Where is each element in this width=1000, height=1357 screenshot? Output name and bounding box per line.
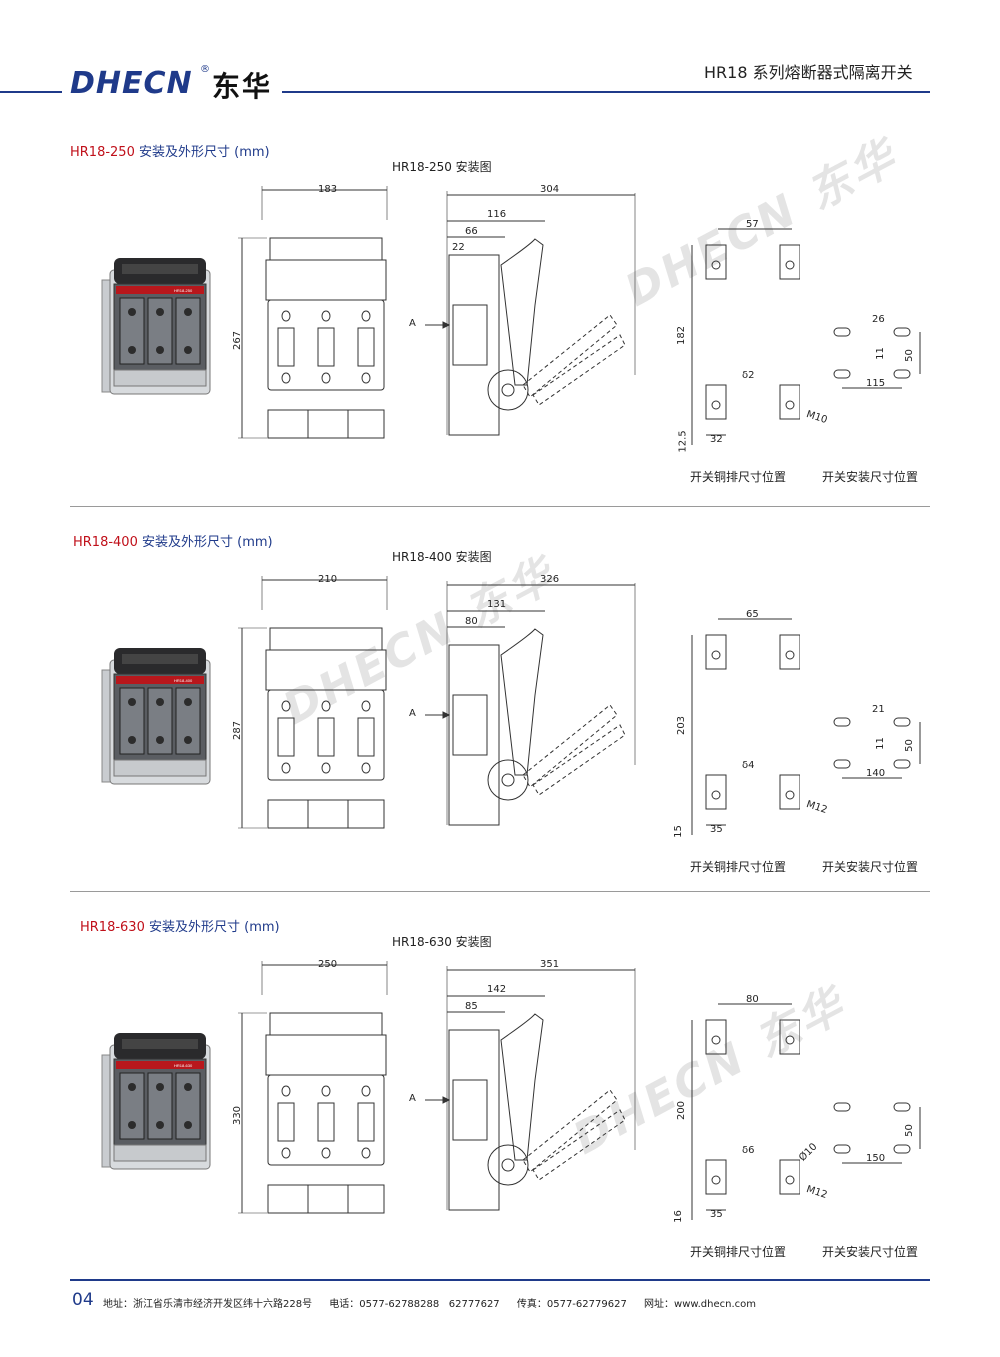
header-rule-left bbox=[0, 91, 62, 93]
busbar-drawing bbox=[680, 605, 801, 845]
header-rule-right bbox=[282, 91, 930, 93]
busbar-caption: 开关铜排尺寸位置 bbox=[690, 470, 787, 484]
side-dim-2: 85 bbox=[465, 1001, 478, 1012]
section-divider bbox=[70, 891, 930, 892]
footer-phone: 电话：0577-62788288 62777627 bbox=[329, 1299, 500, 1310]
footer-web: 网址：www.dhecn.com bbox=[644, 1299, 757, 1310]
side-dim-2: 80 bbox=[465, 616, 478, 627]
mount-dim-2: 11 bbox=[874, 737, 886, 750]
side-dim-1: 131 bbox=[487, 599, 507, 610]
mount-dim-4: 140 bbox=[866, 768, 886, 779]
side-view-drawing bbox=[405, 185, 665, 445]
front-view-drawing bbox=[232, 955, 402, 1220]
diagram-title: HR18-250 安装图 bbox=[392, 160, 492, 174]
side-total-dim: 351 bbox=[540, 959, 560, 970]
footer-fax: 传真：0577-62779627 bbox=[516, 1299, 627, 1310]
front-height-dim: 267 bbox=[232, 330, 244, 351]
product-label: HR18-630 bbox=[174, 1063, 193, 1068]
mount-dim-1: 21 bbox=[872, 704, 885, 715]
busbar-width-dim: 32 bbox=[710, 434, 723, 445]
side-dim-1: 142 bbox=[487, 984, 507, 995]
registered-mark: ® bbox=[200, 64, 210, 75]
section-title: HR18-630 安装及外形尺寸 (mm) bbox=[80, 920, 280, 935]
side-total-dim: 304 bbox=[540, 184, 560, 195]
side-view-drawing bbox=[405, 960, 665, 1220]
busbar-caption: 开关铜排尺寸位置 bbox=[690, 1245, 787, 1259]
busbar-width-dim: 35 bbox=[710, 1209, 723, 1220]
section-divider bbox=[70, 506, 930, 507]
busbar-bolt-label: M12 bbox=[804, 1183, 829, 1202]
side-arrow-label: A bbox=[409, 1093, 416, 1104]
page-number: 04 bbox=[72, 1290, 94, 1310]
mount-caption: 开关安装尺寸位置 bbox=[822, 860, 919, 874]
brand-logo-cn: 东华 bbox=[212, 70, 273, 103]
busbar-spacing-dim: 80 bbox=[746, 994, 759, 1005]
front-height-dim: 330 bbox=[232, 1105, 244, 1126]
busbar-bottom-dim: 16 bbox=[672, 1210, 684, 1223]
mount-dim-2: 11 bbox=[874, 347, 886, 360]
front-width-dim: 183 bbox=[318, 184, 338, 195]
busbar-width-dim: 35 bbox=[710, 824, 723, 835]
busbar-bottom-dim: 12.5 bbox=[677, 430, 689, 453]
mount-dim-1: 26 bbox=[872, 314, 885, 325]
busbar-spacing-dim: 57 bbox=[746, 219, 759, 230]
product-photo: HR18-250 bbox=[100, 250, 212, 400]
busbar-caption: 开关铜排尺寸位置 bbox=[690, 860, 787, 874]
product-label: HR18-250 bbox=[174, 288, 193, 293]
busbar-thickness-label: δ2 bbox=[742, 370, 755, 381]
mounting-drawing bbox=[830, 1093, 930, 1173]
busbar-bolt-label: M12 bbox=[804, 798, 829, 817]
mounting-drawing bbox=[830, 708, 930, 788]
mount-hole-label: Ø10 bbox=[797, 1141, 820, 1164]
front-height-dim: 287 bbox=[232, 720, 244, 741]
side-arrow-label: A bbox=[409, 318, 416, 329]
side-arrow-label: A bbox=[409, 708, 416, 719]
footer-address: 地址：浙江省乐清市经济开发区纬十六路228号 bbox=[103, 1299, 313, 1310]
mount-dim-3: 50 bbox=[903, 1124, 915, 1137]
front-view-drawing bbox=[232, 180, 402, 445]
mount-dim-4: 115 bbox=[866, 378, 886, 389]
busbar-drawing bbox=[680, 990, 801, 1230]
busbar-drawing bbox=[680, 215, 801, 455]
side-dim-3: 22 bbox=[452, 242, 465, 253]
mount-dim-3: 50 bbox=[903, 739, 915, 752]
page-title: HR18 系列熔断器式隔离开关 bbox=[704, 63, 913, 82]
side-view-drawing bbox=[405, 575, 665, 835]
side-dim-2: 66 bbox=[465, 226, 478, 237]
busbar-bolt-label: M10 bbox=[804, 408, 829, 427]
side-total-dim: 326 bbox=[540, 574, 560, 585]
front-width-dim: 250 bbox=[318, 959, 338, 970]
diagram-title: HR18-400 安装图 bbox=[392, 550, 492, 564]
footer-contact: 地址：浙江省乐清市经济开发区纬十六路228号 电话：0577-62788288 … bbox=[103, 1295, 770, 1310]
busbar-bottom-dim: 15 bbox=[672, 825, 684, 838]
busbar-thickness-label: δ4 bbox=[742, 760, 755, 771]
section-title: HR18-400 安装及外形尺寸 (mm) bbox=[73, 535, 273, 550]
front-view-drawing bbox=[232, 570, 402, 835]
busbar-height-dim: 203 bbox=[676, 715, 688, 736]
mount-caption: 开关安装尺寸位置 bbox=[822, 1245, 919, 1259]
busbar-height-dim: 200 bbox=[676, 1100, 688, 1121]
busbar-thickness-label: δ6 bbox=[742, 1145, 755, 1156]
diagram-title: HR18-630 安装图 bbox=[392, 935, 492, 949]
front-width-dim: 210 bbox=[318, 574, 338, 585]
mount-caption: 开关安装尺寸位置 bbox=[822, 470, 919, 484]
footer-rule bbox=[70, 1279, 930, 1281]
mounting-drawing bbox=[830, 318, 930, 398]
mount-dim-4: 150 bbox=[866, 1153, 886, 1164]
mount-dim-3: 50 bbox=[903, 349, 915, 362]
section-title: HR18-250 安装及外形尺寸 (mm) bbox=[70, 145, 270, 160]
product-photo: HR18-400 bbox=[100, 640, 212, 790]
brand-logo: DHECN bbox=[70, 66, 193, 101]
product-label: HR18-400 bbox=[174, 678, 193, 683]
side-dim-1: 116 bbox=[487, 209, 507, 220]
busbar-spacing-dim: 65 bbox=[746, 609, 759, 620]
product-photo: HR18-630 bbox=[100, 1025, 212, 1175]
busbar-height-dim: 182 bbox=[676, 325, 688, 346]
